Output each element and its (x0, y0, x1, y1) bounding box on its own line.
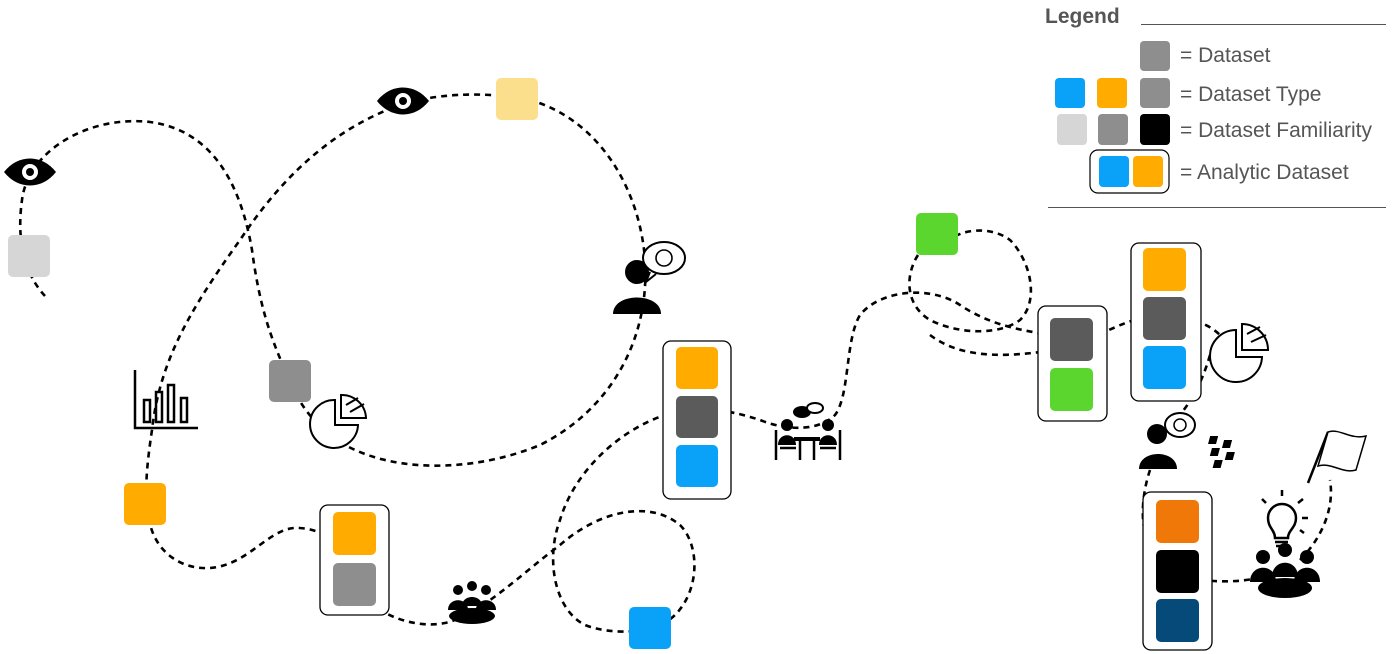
dataset-gray (269, 360, 311, 402)
pie-chart-icon (309, 393, 368, 449)
eye-icon (377, 87, 429, 115)
person-speech-icon (613, 241, 686, 314)
dataset-orange (124, 483, 166, 525)
dataset-pale-yellow (496, 78, 538, 120)
analytic-dataset-group-5 (1142, 491, 1213, 651)
meeting-icon (774, 402, 842, 460)
analytic-dataset-group-1 (319, 504, 390, 616)
legend-swatch-type-orange (1097, 78, 1127, 108)
legend-swatch-familiarity-light (1057, 114, 1087, 145)
legend-swatches (1055, 41, 1170, 194)
dataset-green (916, 213, 958, 255)
dataset-blue (629, 607, 671, 649)
pie-chart-icon (1209, 322, 1270, 383)
legend-divider-top (1141, 24, 1386, 25)
legend-swatch-type-blue (1055, 78, 1085, 108)
legend-divider-bottom (1048, 207, 1386, 208)
team-table-icon (448, 581, 496, 624)
legend-swatch-dataset (1140, 41, 1170, 71)
eye-icon (4, 158, 56, 186)
bar-chart-icon (133, 370, 198, 430)
legend-label-dataset: = Dataset (1180, 44, 1271, 67)
person-speech-icon (1139, 412, 1196, 469)
legend-title: Legend (1045, 5, 1120, 28)
legend-label-dataset-type: = Dataset Type (1180, 83, 1322, 106)
analytic-dataset-group-2 (662, 340, 732, 500)
legend-swatch-familiarity-medium (1098, 114, 1128, 145)
legend-label-dataset-familiarity: = Dataset Familiarity (1180, 119, 1372, 142)
analytic-dataset-group-3 (1037, 305, 1108, 422)
analytic-dataset-group-4 (1130, 242, 1202, 402)
team-table-icon (1250, 543, 1320, 598)
lightbulb-icon (1261, 490, 1308, 548)
legend-swatch-type-gray (1140, 78, 1170, 108)
legend-swatch-familiarity-high (1140, 114, 1170, 145)
checkered-flag-icon (1208, 430, 1368, 484)
dataset-light-gray (8, 235, 50, 277)
legend-label-analytic-dataset: = Analytic Dataset (1180, 161, 1349, 184)
